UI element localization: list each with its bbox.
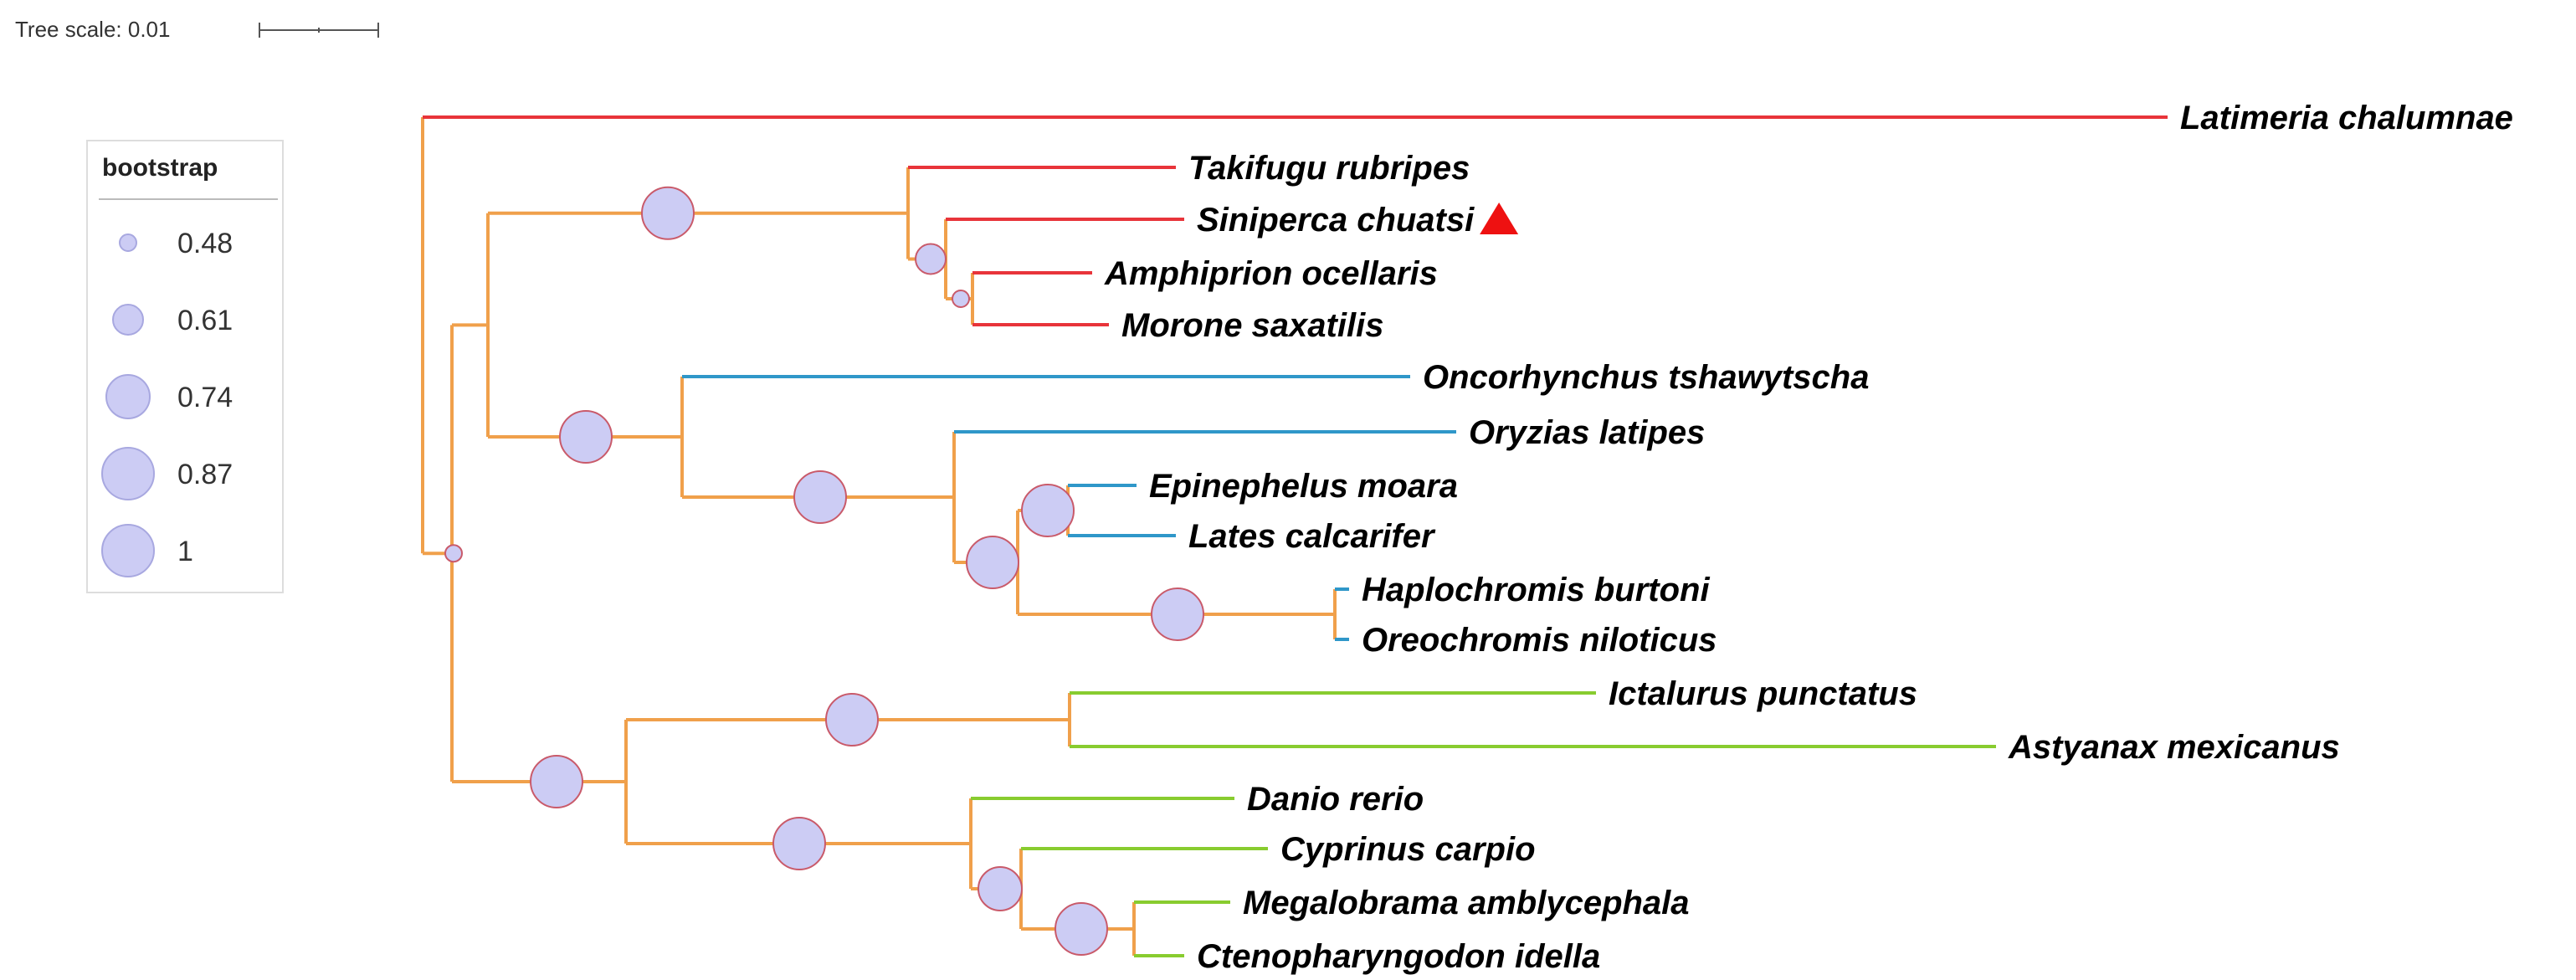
- taxon-label-oreochromis-niloticus: Oreochromis niloticus: [1362, 622, 1717, 659]
- taxon-label-haplochromis-burtoni: Haplochromis burtoni: [1362, 572, 1710, 608]
- taxon-label-oryzias-latipes: Oryzias latipes: [1469, 414, 1705, 451]
- taxon-label-siniperca-chuatsi: Siniperca chuatsi: [1197, 202, 1475, 239]
- tree-scale-label: Tree scale: 0.01: [15, 17, 170, 42]
- legend-value-0.48: 0.48: [177, 228, 233, 259]
- legend-bubble-0.48: [119, 233, 137, 252]
- legend-title: bootstrap: [102, 154, 218, 182]
- taxon-label-latimeria-chalumnae: Latimeria chalumnae: [2180, 100, 2513, 136]
- taxon-label-astyanax-mexicanus: Astyanax mexicanus: [2008, 729, 2340, 766]
- tree-scale: Tree scale: 0.01: [15, 17, 379, 42]
- bootstrap-bubble-n_epi: [1021, 484, 1075, 537]
- bootstrap-bubble-n_amph: [952, 290, 970, 308]
- taxon-label-ictalurus-punctatus: Ictalurus punctatus: [1609, 675, 1917, 712]
- legend-value-0.87: 0.87: [177, 459, 233, 490]
- legend-value-0.74: 0.74: [177, 382, 233, 413]
- markers: [1480, 203, 1519, 234]
- taxon-label-cyprinus-carpio: Cyprinus carpio: [1280, 831, 1536, 868]
- bootstrap-bubble-n_red: [641, 186, 695, 240]
- legend-value-1: 1: [177, 536, 193, 567]
- bootstrap-bubble-n_sini: [915, 243, 947, 275]
- bootstrap-bubble-n_rest: [444, 544, 463, 563]
- taxon-label-megalobrama-amblycephala: Megalobrama amblycephala: [1243, 885, 1690, 921]
- bootstrap-bubbles: [444, 186, 1204, 956]
- bootstrap-bubble-n_g4: [1055, 902, 1108, 956]
- triangle-marker-icon: [1480, 203, 1519, 234]
- bootstrap-bubble-n_g1: [825, 693, 879, 747]
- bootstrap-bubble-n_g2: [772, 817, 826, 870]
- legend-bubble-1: [101, 524, 155, 577]
- taxon-label-ctenopharyngodon-idella: Ctenopharyngodon idella: [1197, 938, 1600, 975]
- taxon-label-epinephelus-moara: Epinephelus moara: [1149, 468, 1458, 505]
- legend-items: 0.48 0.61 0.74 0.87 1: [101, 228, 233, 577]
- bootstrap-bubble-n_cich: [1151, 587, 1204, 641]
- legend-bubble-0.74: [105, 374, 151, 419]
- bootstrap-bubble-n_green: [530, 755, 583, 808]
- legend-value-0.61: 0.61: [177, 305, 233, 336]
- legend-bubble-0.61: [112, 304, 144, 336]
- bootstrap-legend: bootstrap 0.48 0.61 0.74 0.87 1: [86, 140, 284, 593]
- bootstrap-bubble-n_b2: [793, 470, 847, 524]
- legend-box: [86, 140, 284, 593]
- taxon-label-takifugu-rubripes: Takifugu rubripes: [1188, 150, 1470, 187]
- taxon-label-morone-saxatilis: Morone saxatilis: [1121, 307, 1383, 344]
- taxon-label-lates-calcarifer: Lates calcarifer: [1188, 518, 1436, 555]
- bootstrap-bubble-n_blue: [559, 410, 613, 464]
- taxon-label-amphiprion-ocellaris: Amphiprion ocellaris: [1104, 255, 1438, 292]
- bootstrap-bubble-n_b3: [966, 536, 1019, 589]
- taxon-label-danio-rerio: Danio rerio: [1247, 781, 1424, 818]
- legend-bubble-0.87: [101, 447, 155, 500]
- taxon-label-oncorhynchus-tshawytscha: Oncorhynchus tshawytscha: [1423, 359, 1869, 396]
- bootstrap-bubble-n_g3: [978, 866, 1023, 911]
